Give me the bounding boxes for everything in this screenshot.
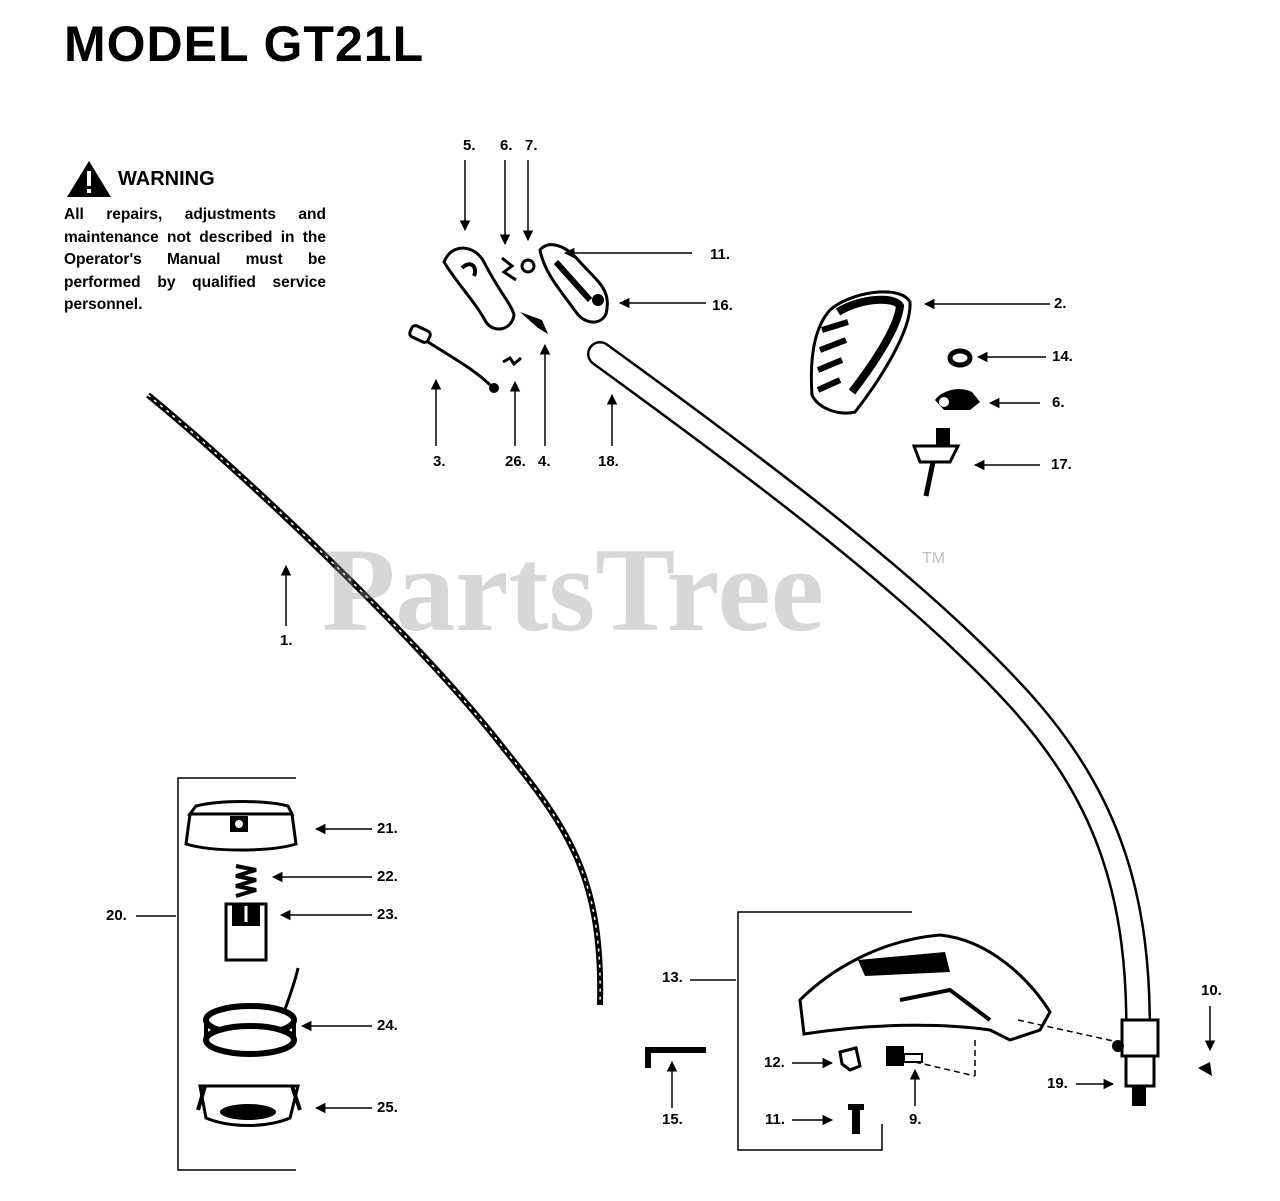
label-part-18: 18. <box>598 453 619 470</box>
label-part-14: 14. <box>1052 348 1073 365</box>
part-3-throttle-cable <box>408 324 499 393</box>
part-19-coupling <box>1112 1018 1160 1106</box>
watermark: PartsTree <box>322 523 824 656</box>
watermark-trademark: TM <box>922 550 946 567</box>
part-14-washer <box>947 348 973 368</box>
part-1-drive-cable <box>146 392 604 1006</box>
label-part-26: 26. <box>505 453 526 470</box>
part-4-trigger <box>520 312 548 334</box>
label-part-16: 16. <box>712 297 733 314</box>
part-15-hex-wrench <box>645 1047 706 1068</box>
label-part-9: 9. <box>909 1111 922 1128</box>
label-part-23: 23. <box>377 906 398 923</box>
part-21-cover <box>184 800 298 852</box>
part-25-spool-housing <box>196 1084 302 1127</box>
label-part-21: 21. <box>377 820 398 837</box>
label-part-19: 19. <box>1047 1075 1068 1092</box>
part-9-bracket <box>886 1046 923 1066</box>
label-part-17: 17. <box>1051 456 1072 473</box>
label-part-6-handle: 6. <box>500 137 513 154</box>
part-8-clamp <box>935 389 980 410</box>
page-title: MODEL GT21L <box>64 16 425 72</box>
label-part-10: 10. <box>1201 982 1222 999</box>
part-5-handle-half <box>442 246 516 331</box>
label-part-6-clamp: 6. <box>1052 394 1065 411</box>
label-part-25: 25. <box>377 1099 398 1116</box>
part-16-handle-half <box>538 243 609 324</box>
label-part-12: 12. <box>764 1054 785 1071</box>
part-24-spool <box>203 967 300 1057</box>
leader-arrows <box>271 160 1216 1126</box>
label-part-13: 13. <box>662 969 683 986</box>
label-part-24: 24. <box>377 1017 398 1034</box>
warning-heading-text: WARNING <box>118 167 215 190</box>
part-11-screw <box>848 1104 864 1134</box>
bracket-13 <box>737 911 912 1151</box>
label-part-5: 5. <box>463 137 476 154</box>
label-part-3: 3. <box>433 453 446 470</box>
label-part-11-guard: 11. <box>765 1111 786 1128</box>
warning-icon <box>67 161 111 197</box>
label-part-7: 7. <box>525 137 538 154</box>
label-part-20: 20. <box>106 907 127 924</box>
label-part-15: 15. <box>662 1111 683 1128</box>
label-part-11-handle: 11. <box>710 246 731 263</box>
part-13-guard <box>798 933 1119 1077</box>
label-part-4: 4. <box>538 453 551 470</box>
part-12-clip <box>838 1046 862 1072</box>
part-7-pin <box>520 258 536 274</box>
warning-heading: WARNING <box>66 160 215 198</box>
warning-text: All repairs, adjustments and maintenance… <box>64 206 326 313</box>
part-23-eyelet <box>224 902 268 962</box>
part-17-knob-bolt <box>911 428 961 497</box>
label-part-22: 22. <box>377 868 398 885</box>
bracket-20 <box>177 777 296 1171</box>
part-2-front-handle <box>809 290 912 415</box>
label-part-2: 2. <box>1054 295 1067 312</box>
part-6-spring <box>501 256 517 282</box>
label-part-1: 1. <box>280 632 293 649</box>
part-26-spring <box>502 356 522 367</box>
part-22-spring <box>235 864 257 898</box>
part-10-wing-nut <box>1198 1062 1212 1076</box>
